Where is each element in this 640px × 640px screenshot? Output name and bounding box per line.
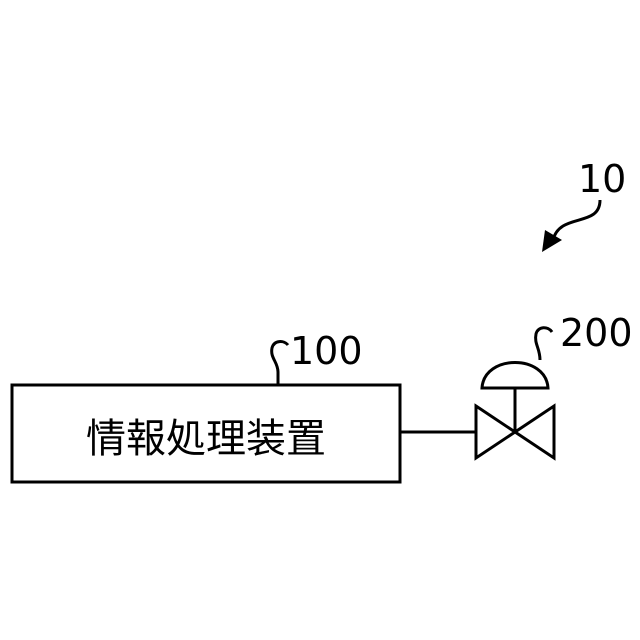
device-ref-leader [272, 342, 288, 385]
system-ref-number: 10 [578, 157, 626, 201]
valve-ref-leader [536, 328, 552, 360]
valve-actuator-dome [482, 363, 548, 389]
system-leader-arrow-line [553, 200, 600, 240]
info-processing-device: 情報処理装置 100 [12, 329, 400, 482]
system-leader-arrowhead [542, 230, 562, 252]
info-processing-device-label: 情報処理装置 [86, 416, 326, 462]
control-valve-icon: 200 [476, 311, 633, 458]
valve-ref-number: 200 [560, 311, 633, 355]
device-ref-number: 100 [290, 329, 363, 373]
system-reference: 10 [542, 157, 626, 252]
